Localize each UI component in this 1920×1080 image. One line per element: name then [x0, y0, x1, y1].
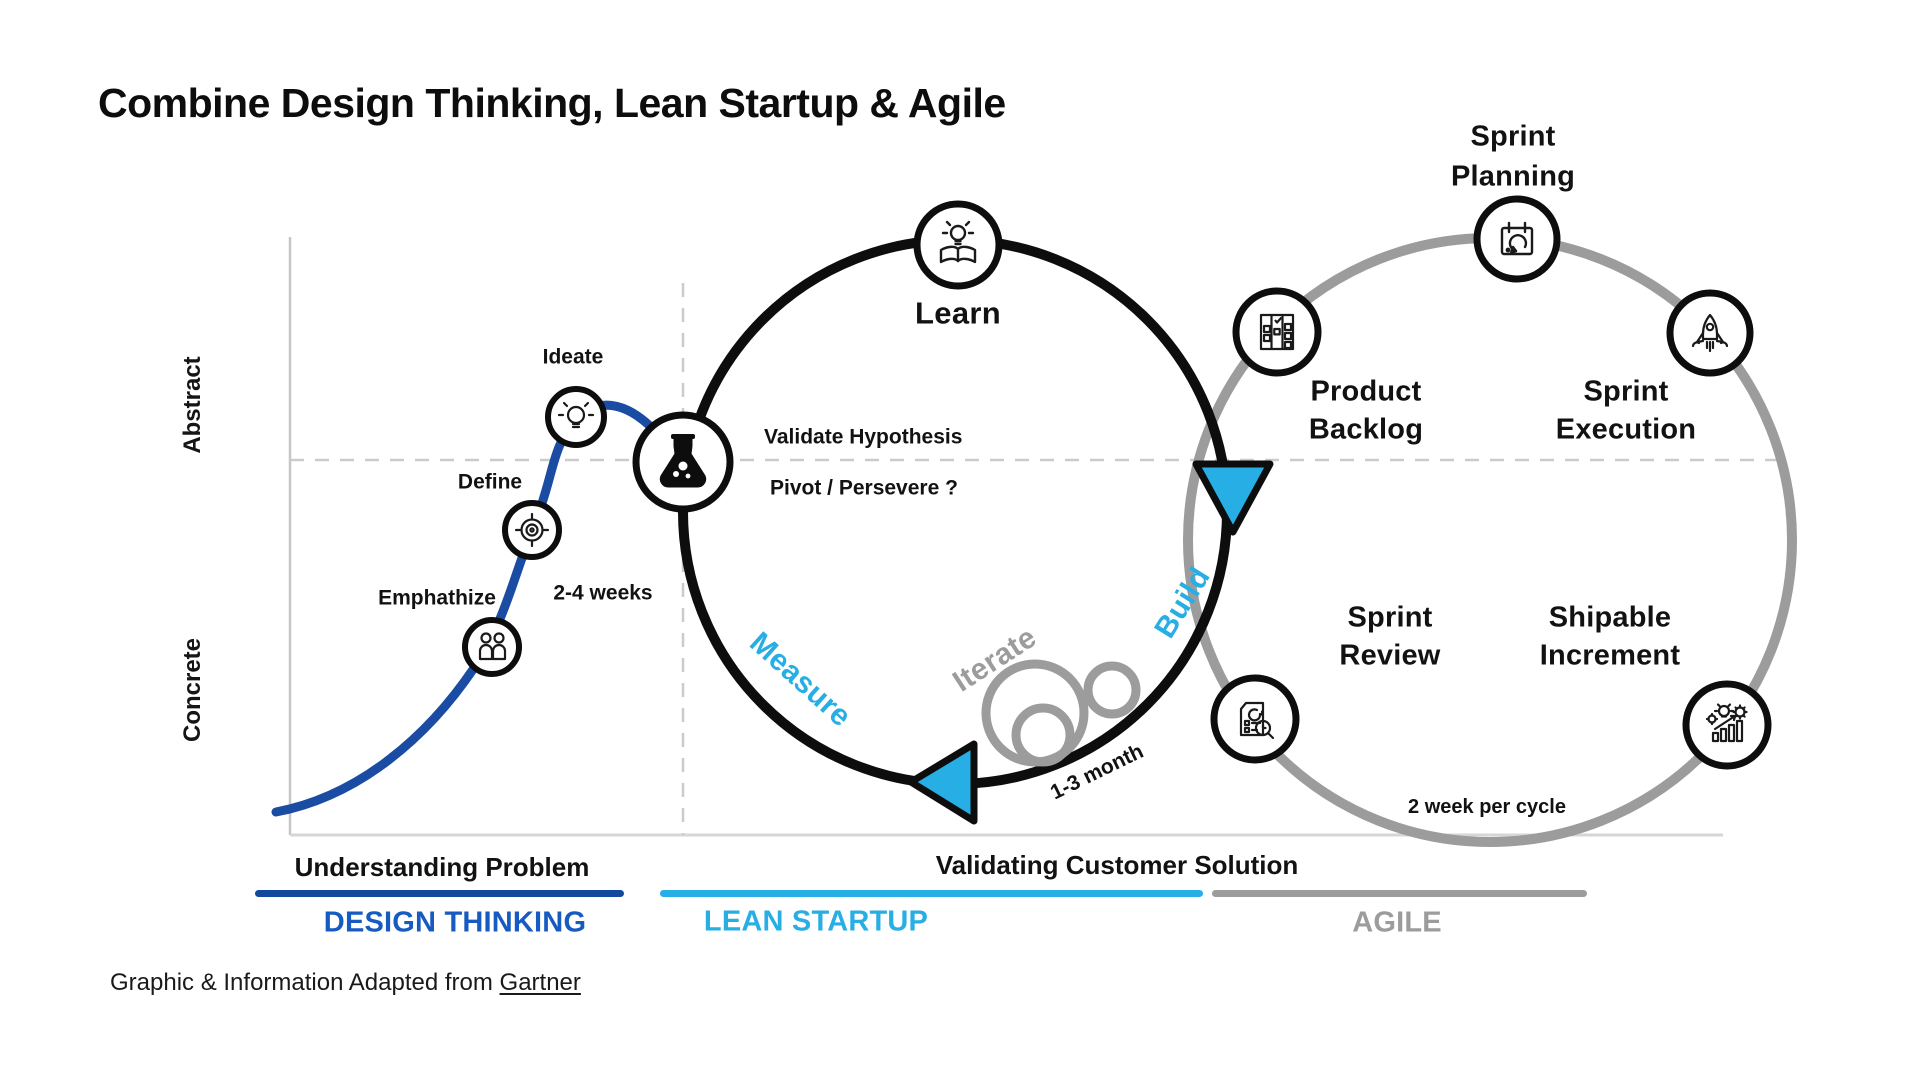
agile-backlog-label-line1: Product	[1310, 375, 1422, 408]
build-flow-arrow-icon	[1192, 460, 1274, 536]
empathize-people-icon	[462, 617, 522, 677]
validating-solution-caption: Validating Customer Solution	[935, 850, 1299, 880]
design-thinking-duration: 2-4 weeks	[553, 581, 653, 605]
agile-increment-label-line1: Shipable	[1548, 601, 1672, 634]
understanding-problem-caption: Understanding Problem	[294, 852, 590, 882]
iterate-loops-icon	[981, 659, 1141, 767]
shipable-increment-chart-icon	[1682, 680, 1772, 770]
agile-execution-label-line1: Sprint	[1583, 375, 1669, 408]
agile-planning-label-line1: Sprint	[1470, 120, 1556, 153]
agile-planning-label-line2: Planning	[1450, 160, 1576, 193]
agile-backlog-label-line2: Backlog	[1308, 413, 1424, 446]
agile-execution-label-line2: Execution	[1555, 413, 1697, 446]
ideate-bulb-icon	[545, 386, 607, 448]
agile-bar	[1212, 890, 1587, 897]
lean-learn-label: Learn	[915, 295, 1001, 331]
design-thinking-bar	[255, 890, 624, 897]
sprint-planning-calendar-icon	[1473, 195, 1561, 283]
attribution-note: Graphic & Information Adapted from Gartn…	[110, 969, 581, 997]
sprint-review-magnifier-icon	[1210, 674, 1300, 764]
agile-increment-label-line2: Increment	[1539, 639, 1681, 672]
learn-book-bulb-icon	[913, 200, 1003, 290]
agile-review-label-line1: Sprint	[1347, 601, 1433, 634]
sprint-execution-rocket-icon	[1666, 289, 1754, 377]
stage-label-empathize: Emphathize	[378, 586, 496, 610]
stage-label-define: Define	[457, 470, 523, 494]
axis-label-concrete: Concrete	[179, 637, 206, 743]
attribution-text: Graphic & Information Adapted from	[110, 969, 500, 996]
define-target-icon	[502, 500, 562, 560]
lean-pivot-label: Pivot / Persevere ?	[770, 476, 958, 500]
agile-cycle-caption: 2 week per cycle	[1408, 796, 1566, 818]
section-label-agile: AGILE	[1352, 906, 1442, 939]
stage-label-ideate: Ideate	[542, 345, 604, 369]
experiment-flask-icon	[632, 411, 734, 513]
lean-validate-label: Validate Hypothesis	[764, 425, 963, 449]
section-label-lean-startup: LEAN STARTUP	[703, 905, 929, 938]
page-title: Combine Design Thinking, Lean Startup & …	[98, 80, 1006, 126]
lean-startup-bar	[660, 890, 1203, 897]
axis-label-abstract: Abstract	[179, 356, 206, 454]
measure-flow-arrow-icon	[907, 740, 978, 825]
attribution-source-link[interactable]: Gartner	[499, 969, 581, 996]
section-label-design-thinking: DESIGN THINKING	[323, 906, 587, 939]
product-backlog-board-icon	[1232, 287, 1322, 377]
agile-review-label-line2: Review	[1339, 639, 1441, 672]
